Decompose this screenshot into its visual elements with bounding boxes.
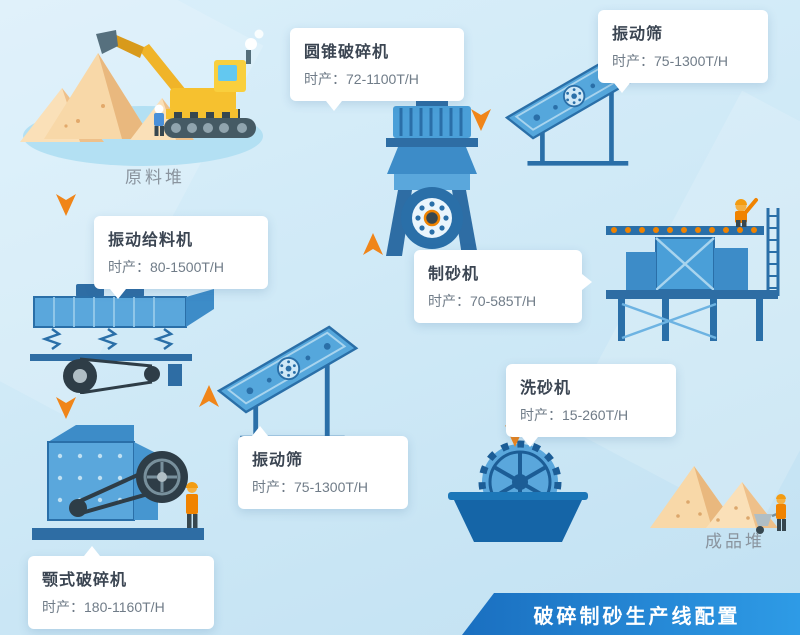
callout-pointer [326, 101, 342, 111]
machine-capacity: 时产：75-1300T/H [612, 53, 728, 69]
flow-arrow-down-icon [470, 108, 492, 132]
vibrating-screen-mid-illustration [213, 298, 368, 448]
raw-material-scene-illustration [18, 6, 268, 176]
machine-name: 洗砂机 [520, 380, 572, 397]
jaw-crusher-illustration [26, 422, 211, 552]
callout-pointer [84, 546, 100, 556]
machine-capacity: 时产：70-585T/H [428, 293, 537, 309]
flow-arrow-up-icon [198, 384, 220, 408]
raw-pile-label: 原料堆 [125, 168, 185, 187]
flow-arrow-up-icon [362, 232, 384, 256]
callout-sand-maker: 制砂机 时产：70-585T/H [414, 250, 592, 323]
callout-vibrating-feeder: 振动给料机 时产：80-1500T/H [94, 216, 268, 299]
machine-capacity: 时产：80-1500T/H [108, 259, 224, 275]
callout-pointer [522, 437, 538, 447]
callout-jaw-crusher: 颚式破碎机 时产：180-1160T/H [28, 546, 214, 629]
sand-pile-icon [650, 466, 786, 534]
machine-name: 振动筛 [612, 26, 664, 43]
cone-crusher-illustration [376, 98, 488, 268]
callout-vibrating-screen-top: 振动筛 时产：75-1300T/H [598, 10, 768, 93]
finished-pile-label: 成品堆 [705, 532, 765, 551]
callout-pointer [110, 289, 126, 299]
banner-title: 破碎制砂生产线配置 [533, 605, 741, 628]
machine-capacity: 时产：15-260T/H [520, 407, 629, 423]
sand-maker-illustration [598, 196, 788, 351]
callout-pointer [614, 83, 630, 93]
finished-pile-illustration [648, 442, 793, 547]
callout-pointer [582, 274, 592, 290]
vibrating-feeder-icon [30, 284, 214, 395]
sand-washer-icon [448, 440, 588, 542]
machine-name: 颚式破碎机 [42, 572, 128, 589]
machine-name: 制砂机 [428, 266, 480, 283]
callout-vibrating-screen-mid: 振动筛 时产：75-1300T/H [238, 426, 408, 509]
cone-crusher-icon [386, 98, 478, 256]
title-banner: 破碎制砂生产线配置 [462, 593, 800, 635]
machine-name: 振动筛 [252, 452, 304, 469]
excavator-icon [20, 29, 264, 166]
flow-arrow-down-icon [55, 396, 77, 420]
jaw-crusher-icon [32, 425, 204, 540]
vibrating-screen-icon [216, 325, 359, 441]
machine-capacity: 时产：72-1100T/H [304, 71, 419, 87]
machine-capacity: 时产：180-1160T/H [42, 599, 165, 615]
sand-maker-icon [606, 198, 780, 341]
callout-cone-crusher: 圆锥破碎机 时产：72-1100T/H [290, 28, 464, 111]
machine-capacity: 时产：75-1300T/H [252, 479, 368, 495]
vibrating-feeder-illustration [28, 284, 218, 399]
callout-pointer [252, 426, 268, 436]
callout-sand-washer: 洗砂机 时产：15-260T/H [506, 364, 676, 447]
sand-washer-illustration [448, 436, 588, 549]
machine-name: 振动给料机 [108, 232, 194, 249]
machine-name: 圆锥破碎机 [304, 44, 390, 61]
flow-arrow-down-icon [55, 193, 77, 217]
